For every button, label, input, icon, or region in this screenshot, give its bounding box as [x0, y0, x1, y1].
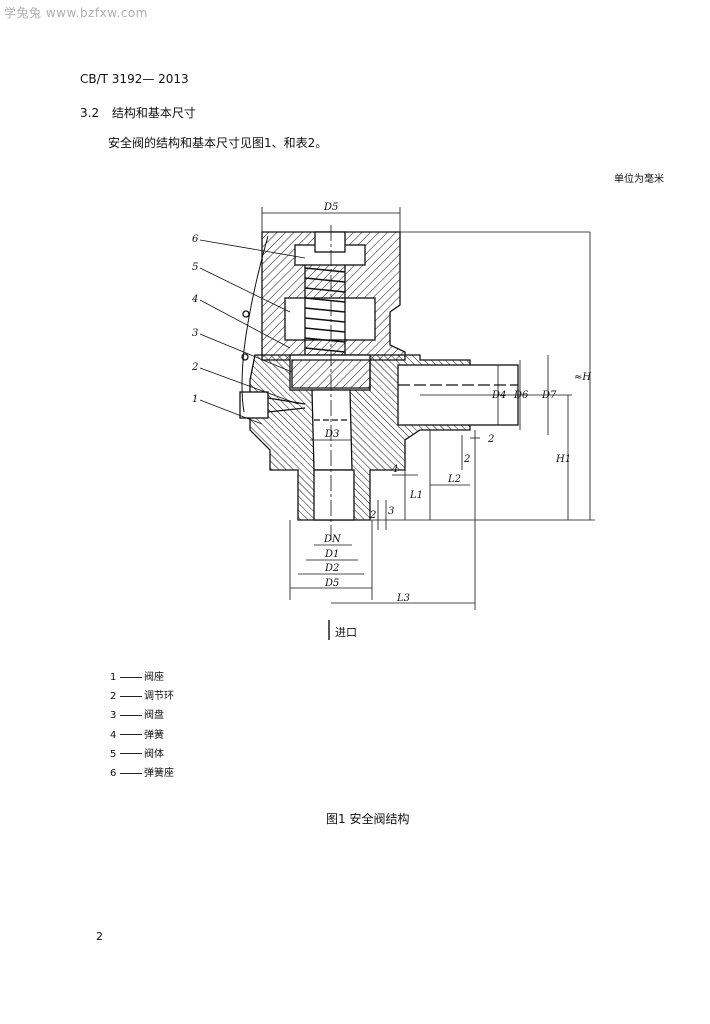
- intro-paragraph: 安全阀的结构和基本尺寸见图1、和表2。: [108, 136, 328, 150]
- dim-d5-bottom: D5: [324, 578, 339, 589]
- dim-2-lower: 2: [369, 510, 376, 521]
- dimension-lines: [261, 207, 595, 640]
- dim-h: ≈H: [574, 372, 591, 383]
- section-heading: 3.2 结构和基本尺寸: [80, 104, 196, 121]
- dimension-labels: D5 D3 DN D1 D2 D5 L3 D4 D6 D7 ≈H H1 L1 L…: [323, 202, 591, 604]
- section-number: 3.2: [80, 106, 100, 120]
- inlet-label: 进口: [335, 626, 357, 639]
- section-title: 结构和基本尺寸: [111, 106, 196, 120]
- callout-leaders: [199, 239, 306, 425]
- dim-h1: H1: [555, 454, 571, 465]
- valve-drawing: 6 5 4 3 2 1 D5 D3 DN D1 D2 D5 L3 D4 D6 D…: [191, 202, 595, 640]
- callout-3: 3: [192, 328, 198, 339]
- dim-2-right: 2: [487, 434, 494, 445]
- callout-6: 6: [192, 234, 199, 245]
- callout-5: 5: [192, 262, 198, 273]
- dim-l2: L2: [447, 474, 461, 485]
- standard-code: CB/T 3192— 2013: [80, 72, 189, 86]
- dim-d1: D1: [324, 549, 339, 560]
- unit-note: 单位为毫米: [614, 174, 664, 185]
- dim-4: 4: [391, 464, 398, 475]
- dim-d7: D7: [541, 390, 557, 401]
- dim-l3: L3: [396, 593, 410, 604]
- dim-d6: D6: [513, 390, 529, 401]
- dim-dn: DN: [323, 534, 342, 545]
- dim-d3: D3: [324, 429, 339, 440]
- figure-caption: 图1 安全阀结构: [326, 812, 410, 826]
- dim-l1: L1: [409, 490, 423, 501]
- watermark: 学兔兔 www.bzfxw.com: [4, 6, 148, 20]
- valve-body-section: [239, 225, 519, 540]
- callout-1: 1: [192, 394, 198, 405]
- dim-d4: D4: [491, 390, 506, 401]
- callout-numbers: 6 5 4 3 2 1: [191, 234, 199, 405]
- dim-d5-top: D5: [323, 202, 338, 213]
- dim-2-small: 2: [463, 454, 470, 465]
- dim-3: 3: [388, 506, 394, 517]
- dim-d2: D2: [324, 563, 339, 574]
- callout-4: 4: [191, 294, 198, 305]
- callout-2: 2: [191, 362, 198, 373]
- page-number: 2: [96, 930, 103, 943]
